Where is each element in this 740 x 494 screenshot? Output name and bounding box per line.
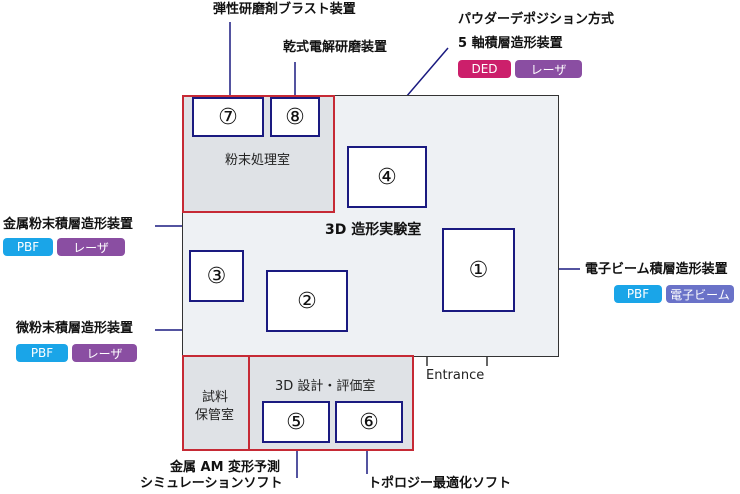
callout-micro-pbf-title: 微粉末積層造形装置 [16,321,134,336]
callout-deform-sim-title-1: 金属 AM 変形予測 [170,460,281,475]
machine-4: ④ [347,146,427,208]
machine-7: ⑦ [192,97,264,137]
entrance-label: Entrance [426,368,485,383]
badge-ebeam: 電子ビーム [666,285,734,303]
sample-room-label-1: 試料 [202,390,229,405]
badge-ded: DED [458,60,511,78]
callout-ded-title-2: 5 軸積層造形装置 [458,36,563,51]
badge-micro-pbf: PBF [16,344,68,362]
machine-2: ② [266,270,348,332]
badge-micro-laser: レーザ [72,344,137,362]
powder-room-label: 粉末処理室 [225,153,291,168]
main-room-label: 3D 造形実験室 [325,222,422,238]
sample-room-label-2: 保管室 [195,408,235,423]
callout-metal-pbf-title: 金属粉末積層造形装置 [3,217,134,232]
machine-3: ③ [189,250,244,302]
callout-deform-sim-title-2: シミュレーションソフト [140,476,283,491]
badge-metal-laser: レーザ [57,238,125,256]
callout-ebeam-title: 電子ビーム積層造形装置 [585,262,728,277]
callout-blast-title: 弾性研磨剤ブラスト装置 [213,2,356,17]
machine-1: ① [442,228,515,312]
callout-electrolytic-title: 乾式電解研磨装置 [283,40,388,55]
badge-metal-pbf: PBF [3,238,53,256]
design-room-label: 3D 設計・評価室 [275,379,376,394]
machine-5: ⑤ [262,401,330,443]
callout-ded-title-1: パウダーデポジション方式 [458,12,615,27]
badge-ded-laser: レーザ [515,60,582,78]
sample-storage-room [182,355,250,451]
machine-8: ⑧ [270,97,320,137]
machine-6: ⑥ [335,401,403,443]
badge-ebeam-pbf: PBF [614,285,662,303]
callout-topology-title: トポロジー最適化ソフト [368,476,512,491]
